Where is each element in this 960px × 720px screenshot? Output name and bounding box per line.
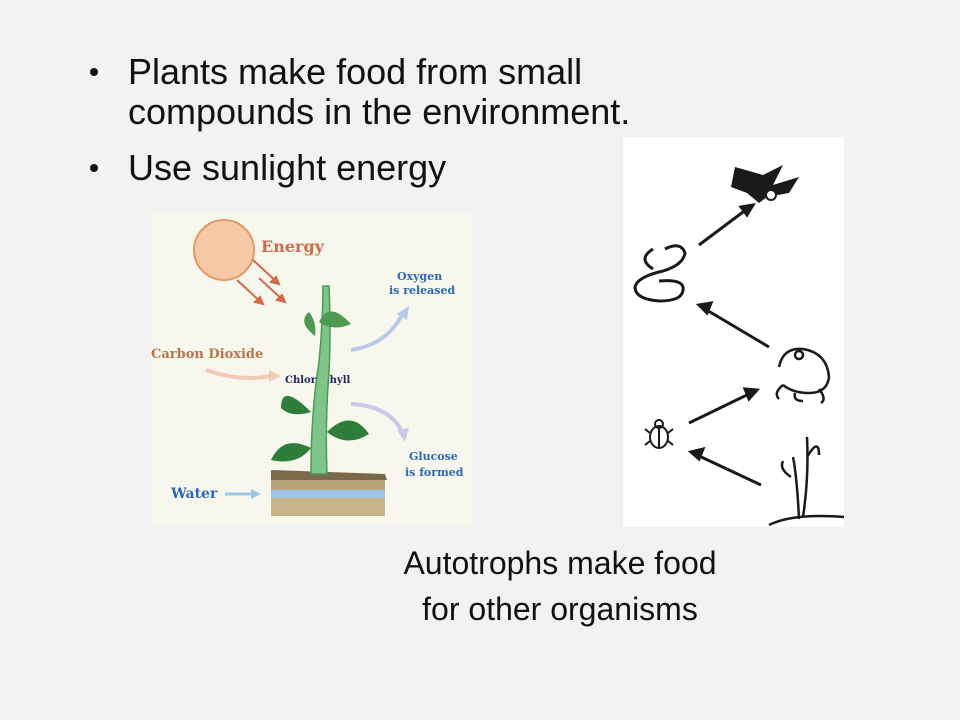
leaf-icon <box>319 311 351 328</box>
leaf-icon <box>327 420 369 441</box>
frog-icon <box>775 347 831 405</box>
bullet-dot <box>90 164 98 172</box>
oxygen-label-line2: is released <box>389 284 455 297</box>
plant-stem <box>310 285 331 475</box>
leaf-icon <box>271 443 311 462</box>
caption: Autotrophs make food for other organisms <box>355 540 765 632</box>
bullet-text: Plants make food from small compounds in… <box>128 51 631 132</box>
oxygen-label-line1: Oxygen <box>397 270 442 283</box>
food-chain-diagram <box>623 137 844 527</box>
eagle-icon <box>731 165 799 203</box>
leaf-icon <box>281 395 311 415</box>
food-chain-arrows <box>687 202 770 487</box>
sun-icon <box>193 219 255 281</box>
photosynthesis-diagram: Energy Oxygen is released Carbon Dioxide… <box>151 212 471 526</box>
co2-arrow <box>205 368 272 380</box>
bullet-item: Plants make food from small compounds in… <box>90 52 768 132</box>
energy-label: Energy <box>261 237 325 256</box>
bullet-item: Use sunlight energy <box>90 148 768 188</box>
glucose-arrowhead <box>397 428 409 442</box>
glucose-label-line2: is formed <box>405 466 464 479</box>
glucose-label-line1: Glucose <box>409 450 458 463</box>
water-layer <box>271 490 385 498</box>
glucose-arrow <box>350 402 405 435</box>
soil-bottom <box>271 498 385 516</box>
soil-top <box>271 470 387 480</box>
co2-label: Carbon Dioxide <box>151 347 263 362</box>
leaf-icon <box>304 312 316 336</box>
soil-layer <box>271 480 385 490</box>
oxygen-arrowhead <box>397 306 409 320</box>
caption-line: Autotrophs make food <box>403 545 717 581</box>
water-arrowhead <box>251 489 261 499</box>
bullet-dot <box>90 68 98 76</box>
caption-line: for other organisms <box>422 591 698 627</box>
bullet-text: Use sunlight energy <box>128 147 447 188</box>
energy-arrows <box>236 259 287 306</box>
oxygen-arrow <box>350 311 405 352</box>
plant-icon <box>768 436 844 527</box>
beetle-icon <box>644 419 674 449</box>
snake-icon <box>633 244 687 303</box>
co2-arrowhead <box>269 370 281 382</box>
water-label: Water <box>170 486 218 502</box>
bullet-list: Plants make food from small compounds in… <box>90 52 768 204</box>
food-chain-background <box>623 137 844 527</box>
